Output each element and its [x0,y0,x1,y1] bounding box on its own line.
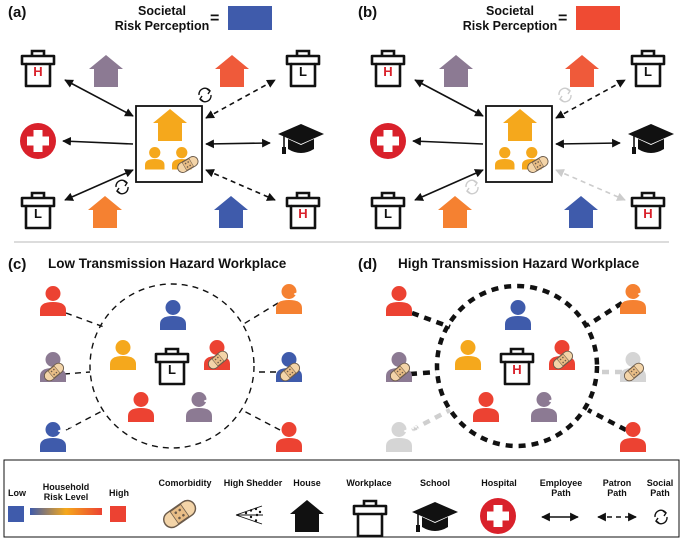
workplace-letter: H [383,64,392,79]
person-icon [40,422,66,452]
hospital-icon [370,123,406,159]
patron-paths [205,79,276,201]
legend-household-risk-label: Household Risk Level [42,482,90,502]
workplace-letter: H [512,362,521,377]
patron-paths [555,79,626,119]
person-icon [473,392,499,422]
legend-comorbidity-label: Comorbidity [158,478,212,488]
legend-hospital-icon [480,498,516,534]
panel-d-high-hazard: H [386,283,655,452]
house-icon [565,55,599,87]
social-path-icon [115,179,129,195]
shedder-icon [57,424,75,438]
contact-paths [409,283,628,449]
panel-b-network: H L L H [370,49,675,230]
legend-hospital-label: Hospital [481,478,517,488]
panel-c-low-hazard: L [40,283,311,452]
risk-gradient [30,508,102,515]
legend-school-label: School [419,478,450,488]
person-icon [531,392,557,422]
social-path-icon [198,87,212,103]
panel-label-d: (d) [358,256,378,273]
legend-house-label: House [293,478,321,488]
shedder-icon [293,287,311,301]
house-icon [438,196,472,228]
low-hazard-title: Low Transmission Hazard Workplace [48,256,287,271]
person-icon [386,422,412,452]
workplace-letter: L [644,64,652,79]
low-risk-swatch [8,506,24,522]
legend-high-label: High [109,488,129,498]
panel-label-b: (b) [358,4,378,21]
legend-high-shedder-label: High Shedder [223,478,283,488]
person-icon [276,284,302,314]
workplace-letter: L [168,362,176,377]
house-icon [215,55,249,87]
employee-paths [62,79,271,201]
risk-perception-label-b: Societal Risk Perception [462,4,558,33]
shedder-icon [637,287,655,301]
risk-perception-label-a: Societal Risk Perception [114,4,210,33]
low-risk-perception-swatch [228,6,272,30]
high-risk-swatch [110,506,126,522]
person-icon [455,340,481,370]
social-path-icon [465,179,479,195]
social-path-icon [558,87,572,103]
employee-paths [412,79,621,201]
workplace-letter: L [299,64,307,79]
hospital-icon [20,123,56,159]
workplace-letter: H [643,206,652,221]
workplace-letter: L [34,206,42,221]
equals-sign: = [558,10,568,27]
house-icon [439,55,473,87]
contact-paths-suppressed [410,369,622,432]
person-icon [186,392,212,422]
panel-label-c: (c) [8,256,27,273]
legend-box [3,459,680,538]
person-icon [128,392,154,422]
panel-label-a: (a) [8,4,27,21]
shedder-icon [548,394,566,408]
patron-paths-suppressed [555,169,626,201]
school-icon [627,123,675,155]
shedder-icon [203,394,221,408]
house-icon [88,196,122,228]
contact-paths [63,283,281,449]
panel-a-network: H L L H [20,49,325,230]
legend-workplace-label: Workplace [346,478,392,488]
person-icon [276,422,302,452]
house-icon [214,196,248,228]
person-icon [40,286,66,316]
workplace-letter: L [384,206,392,221]
legend-low-label: Low [8,488,26,498]
person-icon [160,300,186,330]
legend-workplace-icon [352,499,388,538]
person-icon [386,286,412,316]
workplace-letter: H [298,206,307,221]
school-icon [277,123,325,155]
legend-patron-path-label: Patron Path [602,478,632,498]
high-hazard-title: High Transmission Hazard Workplace [398,256,640,271]
person-icon [505,300,531,330]
house-icon [89,55,123,87]
legend-shedder-icon [235,505,263,525]
house-icon [564,196,598,228]
legend-employee-path-label: Employee Path [539,478,583,498]
person-icon [110,340,136,370]
equals-sign: = [210,10,220,27]
high-risk-perception-swatch [576,6,620,30]
workplace-letter: H [33,64,42,79]
legend-social-path-label: Social Path [646,478,674,498]
person-icon [620,284,646,314]
